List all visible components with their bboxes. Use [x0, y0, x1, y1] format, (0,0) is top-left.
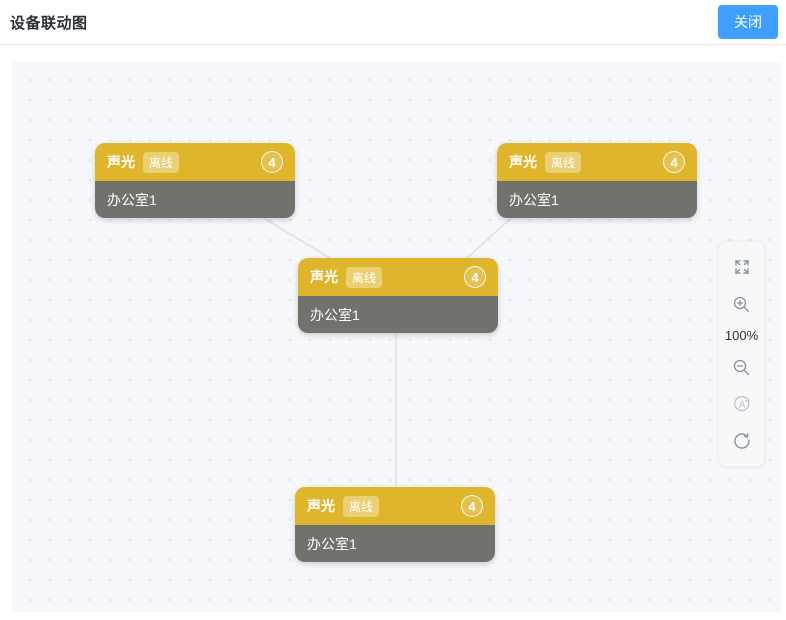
graph-toolbar: 100% A — [718, 241, 765, 467]
node-location-label: 办公室1 — [497, 181, 697, 218]
zoom-level-label: 100% — [724, 328, 759, 343]
node-title: 声光 — [107, 154, 135, 170]
edge-topleft-center — [264, 218, 331, 259]
app-header: 设备联动图 关闭 — [0, 0, 786, 45]
device-node-top-right[interactable]: 声光 离线 4 办公室1 — [497, 143, 697, 218]
node-title: 声光 — [307, 498, 335, 514]
svg-text:A: A — [738, 400, 745, 411]
node-location-label: 办公室1 — [298, 296, 498, 333]
node-header: 声光 离线 4 — [95, 143, 295, 181]
node-header: 声光 离线 4 — [497, 143, 697, 181]
refresh-icon[interactable] — [729, 428, 755, 454]
graph-canvas[interactable]: 声光 离线 4 办公室1 声光 离线 4 办公室1 声光 离线 4 办公室1 声… — [12, 62, 782, 612]
device-node-top-left[interactable]: 声光 离线 4 办公室1 — [95, 143, 295, 218]
node-location-label: 办公室1 — [95, 181, 295, 218]
edge-topright-center — [466, 218, 511, 259]
count-badge: 4 — [461, 495, 483, 517]
status-badge: 离线 — [343, 495, 380, 517]
zoom-in-icon[interactable] — [729, 291, 755, 317]
close-button[interactable]: 关闭 — [718, 5, 778, 39]
node-location-label: 办公室1 — [295, 525, 495, 562]
count-badge: 4 — [663, 151, 685, 173]
node-title: 声光 — [310, 269, 338, 285]
device-node-bottom[interactable]: 声光 离线 4 办公室1 — [295, 487, 495, 562]
edges-layer — [264, 218, 511, 487]
auto-layout-icon[interactable]: A — [729, 391, 755, 417]
status-badge: 离线 — [545, 151, 582, 173]
page-title: 设备联动图 — [10, 14, 88, 32]
node-header: 声光 离线 4 — [298, 258, 498, 296]
fullscreen-icon[interactable] — [729, 254, 755, 280]
node-title: 声光 — [509, 154, 537, 170]
count-badge: 4 — [261, 151, 283, 173]
device-node-center[interactable]: 声光 离线 4 办公室1 — [298, 258, 498, 333]
zoom-out-icon[interactable] — [729, 354, 755, 380]
status-badge: 离线 — [143, 151, 180, 173]
status-badge: 离线 — [346, 266, 383, 288]
count-badge: 4 — [464, 266, 486, 288]
node-header: 声光 离线 4 — [295, 487, 495, 525]
